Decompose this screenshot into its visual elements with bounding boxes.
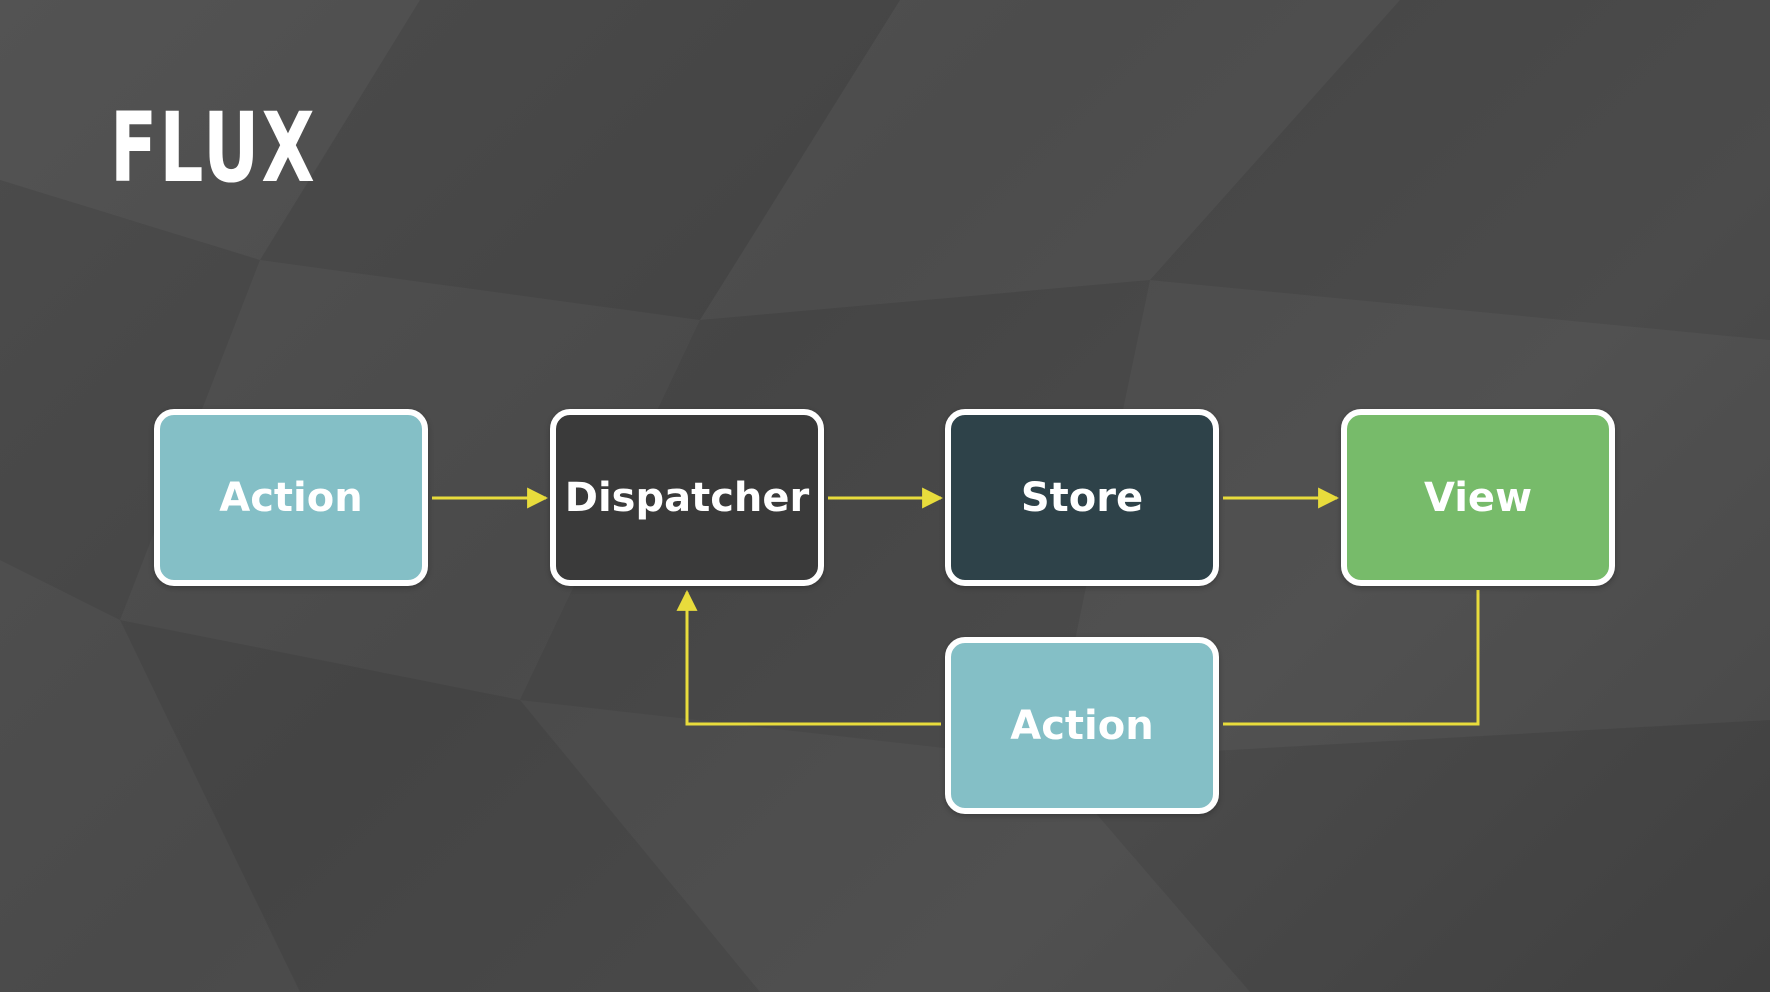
node-label: Dispatcher xyxy=(564,474,810,521)
node-action-feedback: Action xyxy=(945,637,1219,814)
node-label: Action xyxy=(1010,702,1154,749)
node-store: Store xyxy=(945,409,1219,586)
slide-title: FLUX xyxy=(110,92,317,204)
node-view: View xyxy=(1341,409,1615,586)
edge-action-to-dispatcher-feedback xyxy=(676,589,941,726)
node-label: View xyxy=(1423,474,1533,521)
node-label: Action xyxy=(219,474,363,521)
node-action: Action xyxy=(154,409,428,586)
node-label: Store xyxy=(1020,474,1144,521)
node-dispatcher: Dispatcher xyxy=(550,409,824,586)
edge-view-to-action xyxy=(1223,590,1480,726)
